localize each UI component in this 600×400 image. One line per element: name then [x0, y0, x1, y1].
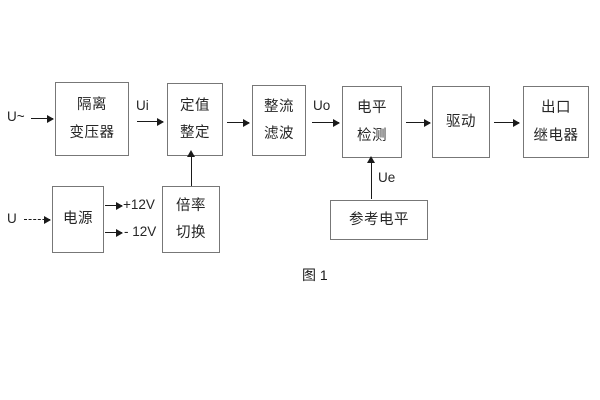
arrow-input-ac-to-isolation-transformer [31, 114, 54, 123]
arrow-setting-value-to-rectify-filter [227, 118, 250, 127]
input-dc-label: U [7, 211, 17, 226]
block-output-relay-line-1: 出口 [541, 100, 571, 116]
block-isolation-transformer-line-2: 变压器 [69, 124, 115, 141]
block-rectify-filter-line-2: 滤波 [264, 126, 294, 142]
block-drive: 驱动 [432, 86, 490, 158]
supply-positive-label: +12V [123, 197, 155, 212]
input-ac-label: U~ [7, 109, 25, 124]
block-multiplier-switch: 倍率 切换 [162, 186, 220, 253]
arrow-drive-to-output-relay [494, 118, 520, 127]
block-level-detection: 电平 检测 [342, 86, 402, 158]
arrow-input-dc-to-power-supply [24, 215, 51, 224]
arrow-level-detection-to-drive [406, 118, 431, 127]
block-reference-level-line-1: 参考电平 [349, 211, 409, 228]
block-rectify-filter: 整流 滤波 [252, 85, 306, 156]
arrow-multiplier-switch-to-setting-value [187, 150, 196, 186]
arrow-supply-positive [105, 201, 123, 210]
block-drive-line-1: 驱动 [446, 113, 476, 130]
block-output-relay-line-2: 继电器 [533, 127, 579, 144]
block-setting-value-line-1: 定值 [180, 97, 210, 114]
block-isolation-transformer-line-1: 隔离 [77, 97, 107, 113]
signal-label-ue: Ue [378, 170, 396, 185]
block-level-detection-line-2: 检测 [357, 127, 387, 144]
block-rectify-filter-line-1: 整流 [264, 98, 294, 115]
block-multiplier-switch-line-2: 切换 [176, 225, 206, 241]
supply-negative-label: - 12V [124, 224, 157, 239]
signal-label-ui: Ui [136, 98, 149, 113]
arrow-reference-level-to-level-detection [367, 156, 376, 199]
block-output-relay: 出口 继电器 [523, 86, 589, 158]
block-multiplier-switch-line-1: 倍率 [176, 197, 206, 214]
block-setting-value: 定值 整定 [167, 83, 223, 156]
block-power-supply-line-1: 电源 [63, 211, 93, 228]
block-isolation-transformer: 隔离 变压器 [55, 82, 129, 156]
block-power-supply: 电源 [52, 186, 104, 253]
block-level-detection-line-1: 电平 [357, 100, 387, 116]
arrow-supply-negative [105, 228, 123, 237]
arrow-rectify-filter-to-level-detection [312, 118, 340, 127]
signal-label-uo: Uo [313, 98, 331, 113]
figure-caption: 图 1 [302, 267, 328, 283]
arrow-isolation-transformer-to-setting-value [137, 117, 164, 126]
block-reference-level: 参考电平 [330, 200, 428, 240]
block-setting-value-line-2: 整定 [180, 125, 210, 141]
